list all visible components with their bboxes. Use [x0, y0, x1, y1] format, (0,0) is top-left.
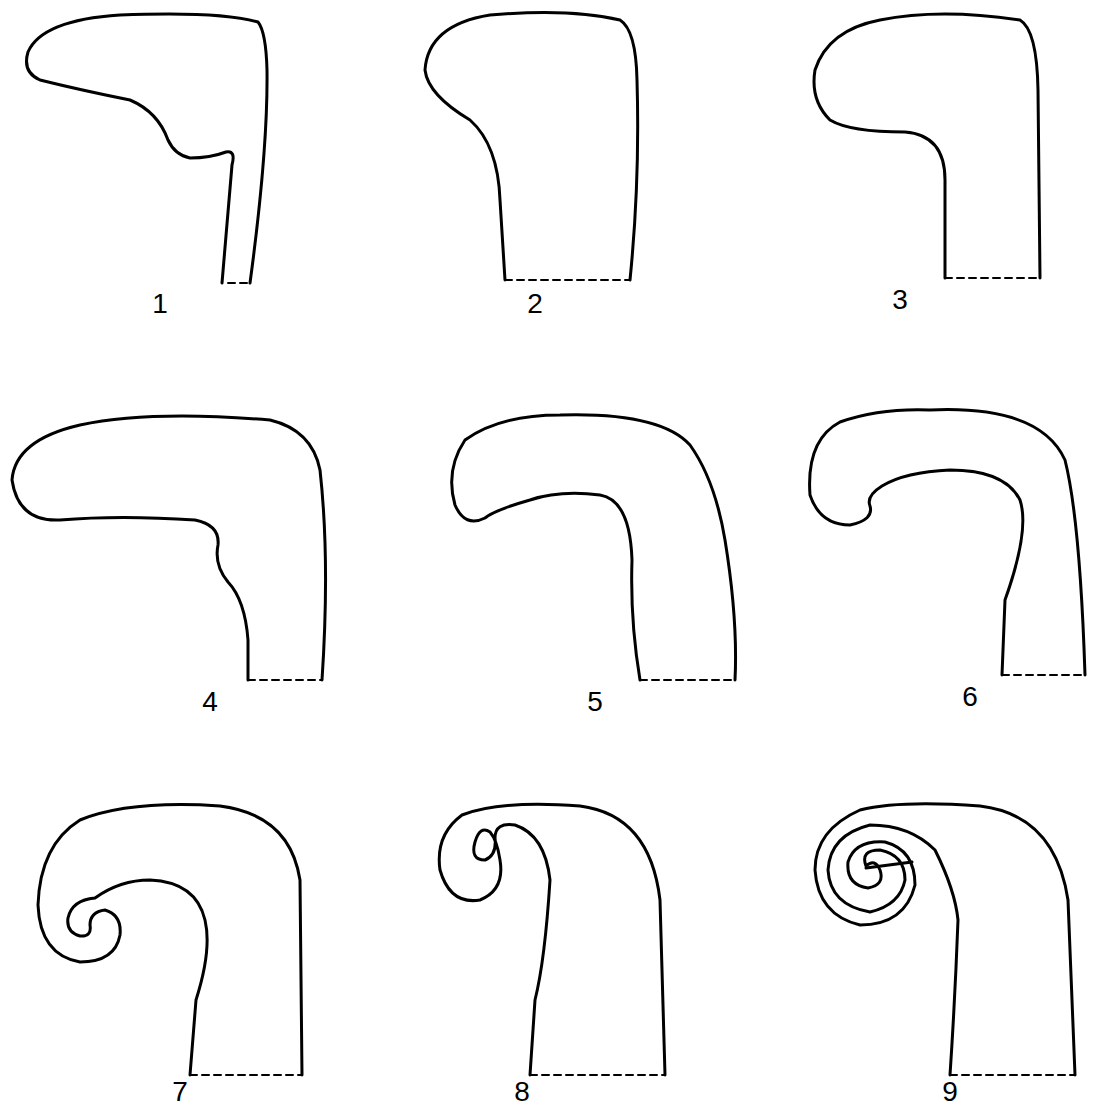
cut-line — [190, 1074, 302, 1076]
duct-outline — [12, 416, 326, 680]
duct-inner-line — [866, 862, 912, 868]
duct-outline — [810, 410, 1085, 675]
duct-outline — [814, 14, 1040, 278]
stage-number: 1 — [152, 290, 168, 318]
stage-number: 4 — [202, 688, 218, 716]
stage-number: 7 — [172, 1078, 188, 1106]
cut-line — [505, 279, 630, 281]
cut-line — [950, 1074, 1075, 1076]
cut-line — [248, 679, 322, 681]
cut-line — [530, 1074, 665, 1076]
stage-number: 8 — [514, 1078, 530, 1106]
stage-number: 5 — [587, 688, 603, 716]
cut-line — [945, 277, 1040, 279]
duct-outline — [815, 804, 1075, 1075]
stage-number: 9 — [942, 1078, 958, 1106]
duct-outline — [439, 804, 665, 1075]
duct-outline — [425, 12, 638, 280]
stage-number: 3 — [892, 286, 908, 314]
stage-number: 2 — [527, 290, 543, 318]
cut-line — [640, 679, 735, 681]
duct-outline — [27, 14, 268, 283]
cut-line — [1002, 674, 1085, 676]
cut-line — [228, 282, 248, 284]
duct-outline — [452, 415, 736, 680]
stage-number: 6 — [962, 683, 978, 711]
duct-outline — [38, 805, 302, 1075]
